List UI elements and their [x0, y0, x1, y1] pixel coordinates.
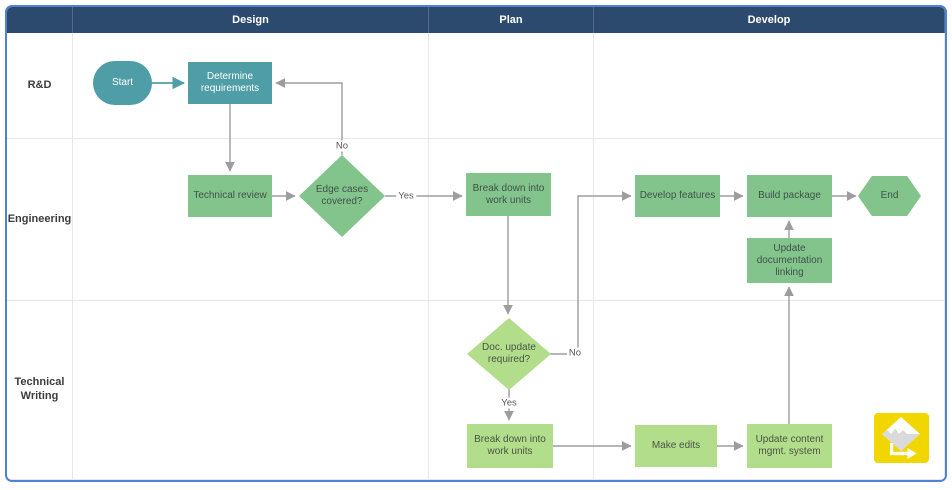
node-end[interactable]: End — [858, 176, 921, 216]
lane-label-technical-writing: Technical Writing — [7, 301, 73, 480]
edge-label-no-doc-update: No — [566, 347, 584, 359]
flowchart-app-logo-icon — [882, 417, 920, 459]
edge-doc-update-no-to-develop-features — [550, 191, 632, 355]
lane-cell-tw-design — [73, 301, 429, 480]
node-update-documentation-linking[interactable]: Update documentation linking — [747, 238, 832, 283]
lane-cell-eng-design — [73, 139, 429, 301]
column-header-design: Design — [73, 7, 429, 33]
node-make-edits[interactable]: Make edits — [635, 425, 717, 467]
flowchart-app-logo[interactable] — [874, 413, 929, 463]
edge-edge-cases-no-to-determine — [275, 78, 343, 155]
node-break-down-work-units-tw[interactable]: Break down into work units — [467, 424, 553, 468]
node-build-package[interactable]: Build package — [747, 175, 832, 217]
node-start[interactable]: Start — [93, 61, 152, 105]
lane-label-engineering: Engineering — [7, 139, 73, 301]
node-technical-review[interactable]: Technical review — [188, 175, 272, 217]
column-header-develop: Develop — [594, 7, 945, 33]
lane-label-rd: R&D — [7, 33, 73, 139]
edge-label-yes-edge-cases: Yes — [396, 190, 416, 202]
node-break-down-work-units-eng[interactable]: Break down into work units — [466, 173, 551, 216]
edge-label-yes-doc-update: Yes — [499, 397, 519, 409]
header-corner-cell — [7, 7, 73, 33]
node-update-content-mgmt[interactable]: Update content mgmt. system — [747, 424, 832, 468]
edge-label-no-edge-cases: No — [333, 140, 351, 152]
lane-cell-rd-plan — [429, 33, 594, 139]
node-determine-requirements[interactable]: Determine requirements — [188, 62, 272, 104]
lane-cell-eng-plan — [429, 139, 594, 301]
column-header-plan: Plan — [429, 7, 594, 33]
node-develop-features[interactable]: Develop features — [635, 175, 720, 217]
lane-cell-rd-develop — [594, 33, 945, 139]
